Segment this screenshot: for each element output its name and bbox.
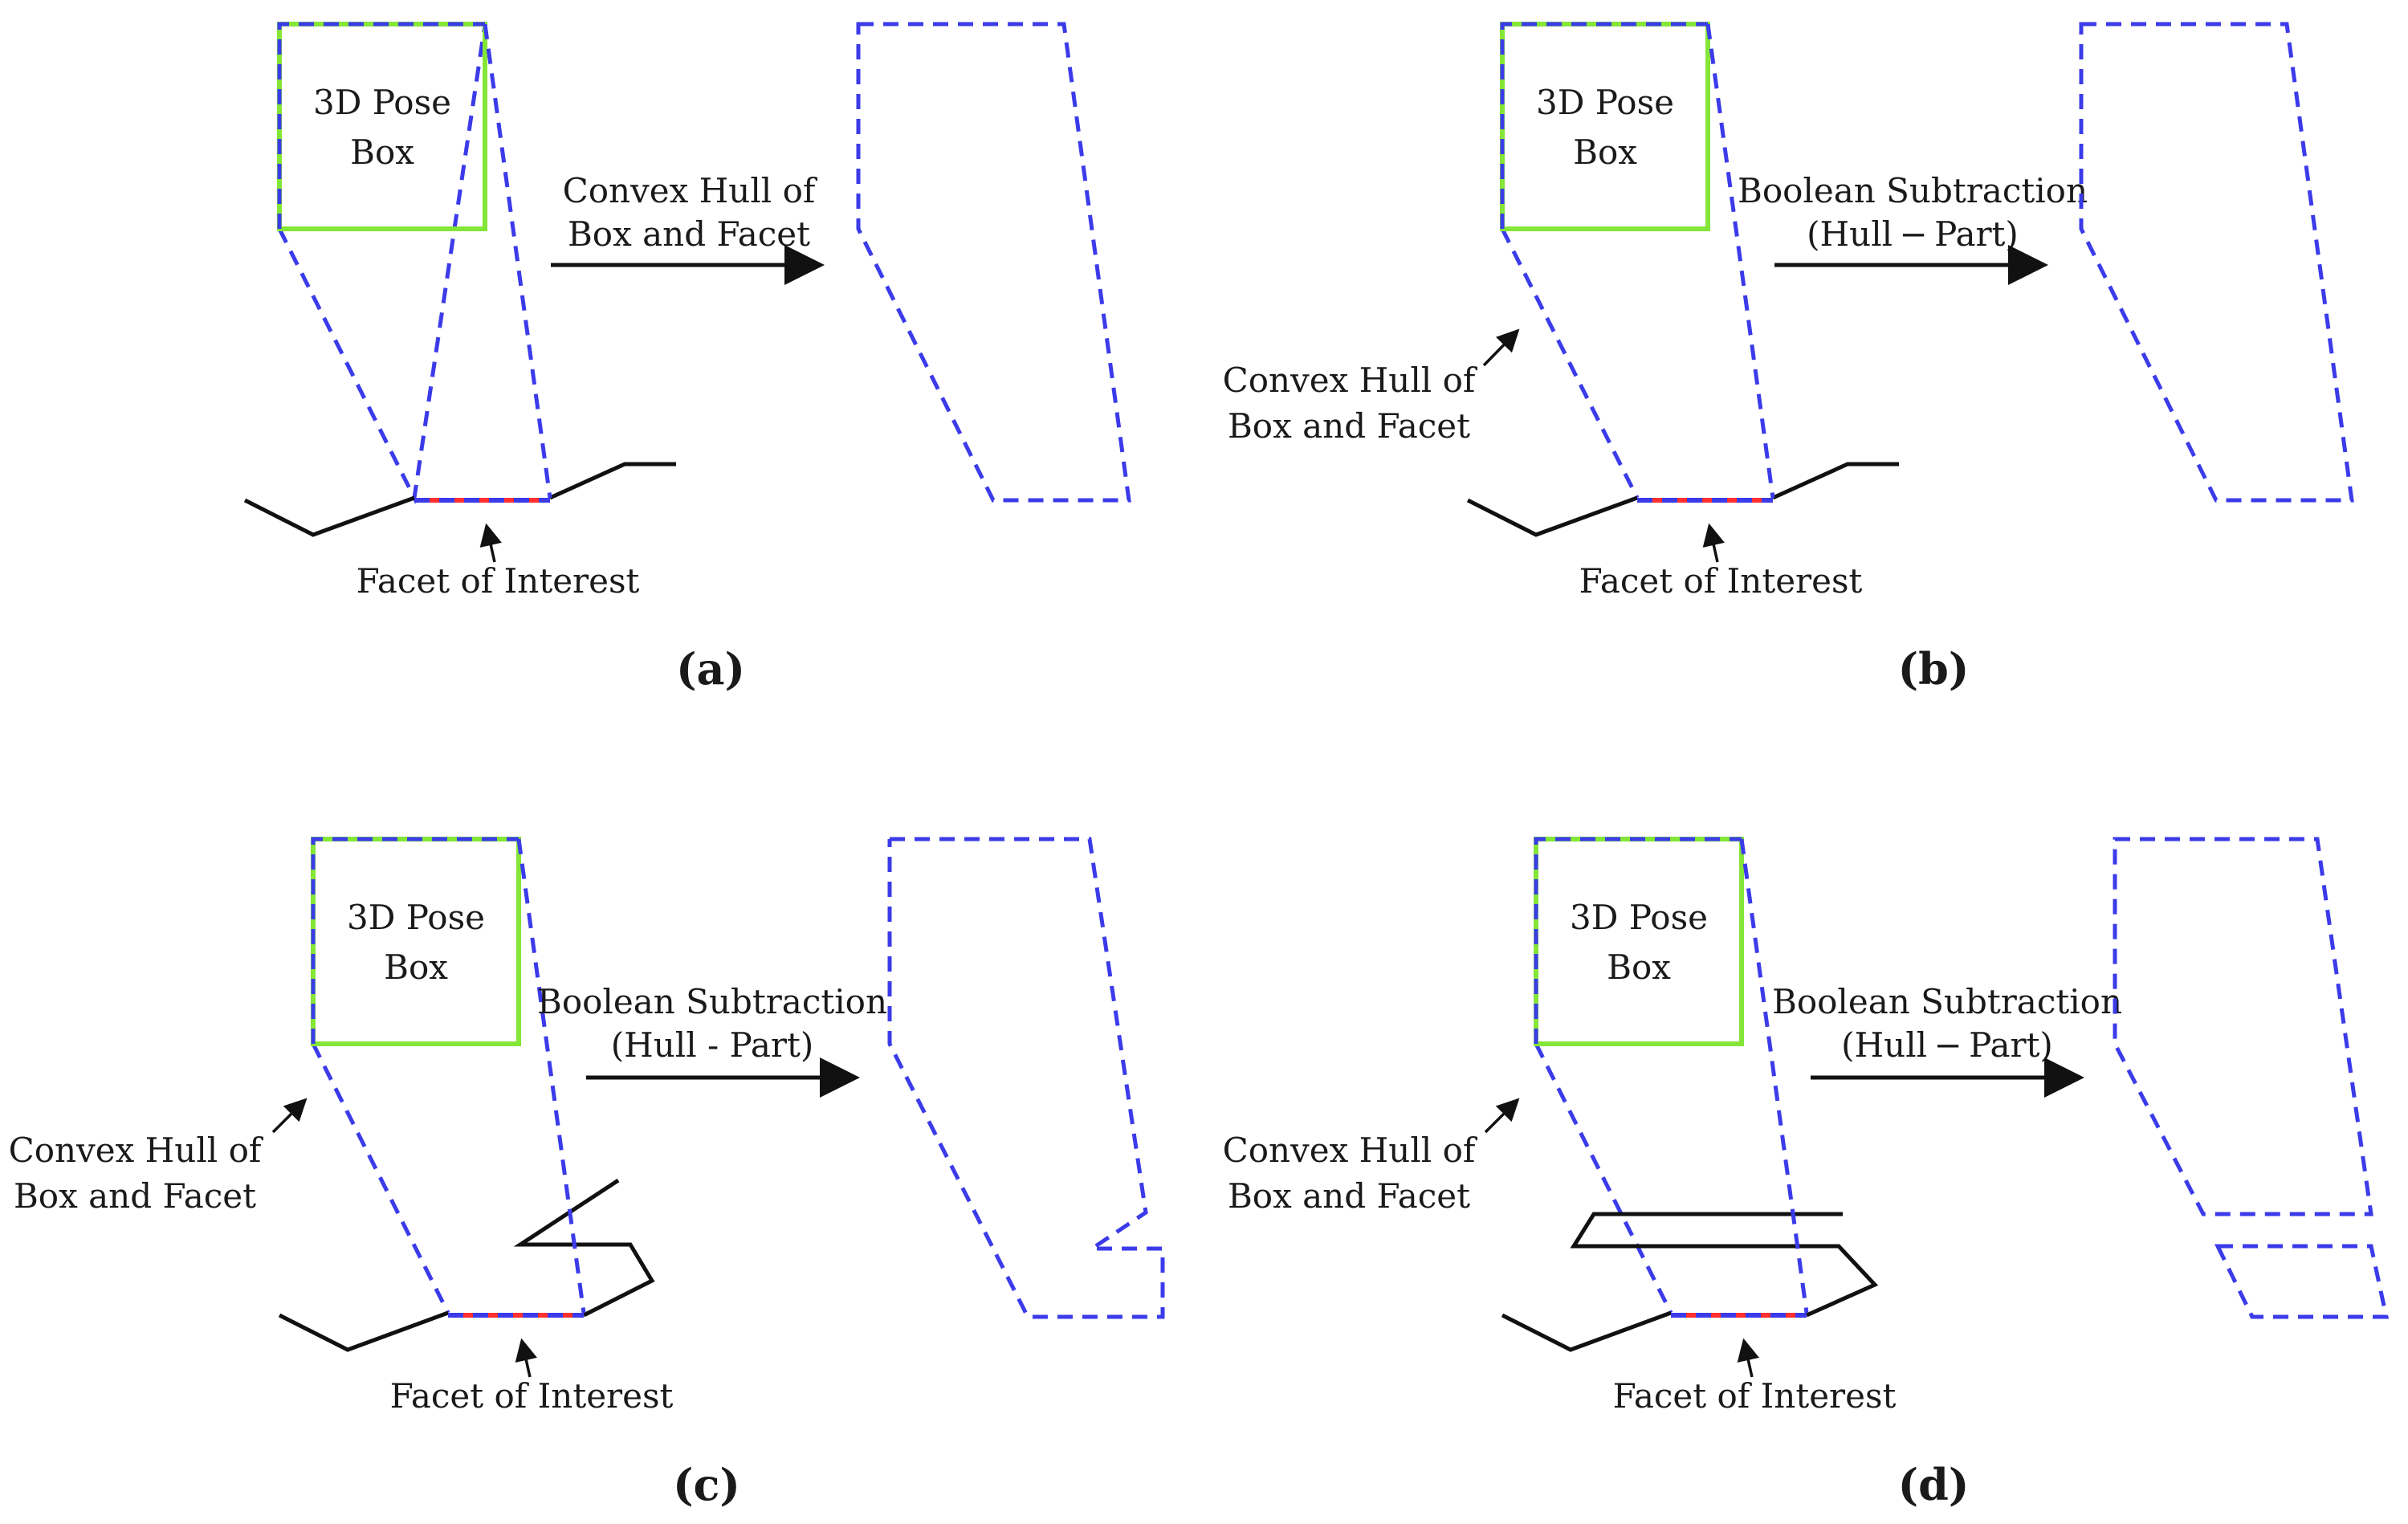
panel-c: 3D Pose Box Boolean Subtraction (Hull - … [9, 837, 1165, 1510]
part-outline-right [548, 462, 676, 500]
convex-hull-outline [1500, 227, 1640, 499]
pose-box-label-line1: 3D Pose [347, 898, 485, 937]
part-outline-zigzag [513, 1178, 655, 1318]
pose-box-label-line2: Box [350, 132, 414, 172]
convex-hull-outline [311, 1042, 450, 1314]
pose-box-label-line1: 3D Pose [1570, 898, 1708, 937]
hull-right-edge [516, 838, 586, 1314]
hull-label-line1: Convex Hull of [9, 1131, 264, 1170]
pose-box-dashed-edge [311, 837, 519, 1044]
pose-box [277, 22, 487, 231]
hull-label-line2: Box and Facet [1228, 1176, 1470, 1216]
operation-label-line2: (Hull − Part) [1841, 1025, 2053, 1065]
hull-right-edge [1739, 838, 1809, 1314]
panel-caption: (d) [1898, 1459, 1970, 1510]
facet-label: Facet of Interest [390, 1376, 674, 1416]
panel-d: 3D Pose Box Boolean Subtraction (Hull − … [1223, 837, 2390, 1510]
result-hull [887, 837, 1165, 1319]
pose-box-dashed-edge [1534, 837, 1742, 1044]
panel-a: 3D Pose Box Convex Hull of Box and Facet… [243, 22, 1131, 695]
operation-label-line2: (Hull − Part) [1807, 214, 2019, 254]
operation-label-line1: Boolean Subtraction [1738, 171, 2088, 210]
facet-label: Facet of Interest [357, 561, 640, 601]
operation-label-line1: Convex Hull of [563, 171, 818, 210]
hull-pointer-arrow [271, 1098, 308, 1134]
hull-label-line2: Box and Facet [1228, 406, 1470, 446]
pose-box [1534, 837, 1744, 1046]
result-hull [856, 22, 1131, 503]
pose-box-label-line1: 3D Pose [1536, 83, 1674, 122]
pose-box-label-line1: 3D Pose [313, 83, 451, 122]
hull-pointer-arrow [1484, 1098, 1520, 1134]
operation-label-line2: Box and Facet [568, 214, 810, 254]
hull-label-line1: Convex Hull of [1223, 361, 1478, 400]
operation-label-line1: Boolean Subtraction [1772, 982, 2122, 1021]
hull-label-line2: Box and Facet [14, 1176, 256, 1216]
hull-pointer-arrow [1482, 328, 1520, 367]
pose-box-label-line2: Box [1573, 132, 1637, 172]
facet-label: Facet of Interest [1613, 1376, 1897, 1416]
convex-hull-outline [1534, 1042, 1673, 1314]
pose-box-label-line2: Box [384, 947, 448, 987]
operation-label-line1: Boolean Subtraction [537, 982, 887, 1021]
result-hull-upper [2113, 837, 2373, 1216]
panel-caption: (b) [1898, 643, 1970, 695]
part-outline [278, 1310, 449, 1352]
facet-label: Facet of Interest [1579, 561, 1863, 601]
facet-pointer-arrow [515, 1338, 537, 1378]
pose-box [311, 837, 521, 1046]
facet-pointer-arrow [1737, 1338, 1759, 1378]
part-outline [243, 495, 415, 537]
hull-right-edge [483, 23, 552, 499]
panel-caption: (c) [673, 1459, 740, 1510]
pose-box-label-line2: Box [1607, 947, 1671, 987]
operation-label-line2: (Hull - Part) [611, 1025, 814, 1065]
pose-box-dashed-edge [277, 22, 485, 229]
facet-pointer-arrow [1702, 523, 1725, 563]
panel-b: 3D Pose Box Boolean Subtraction (Hull − … [1223, 22, 2354, 695]
facet-pointer-arrow [479, 523, 502, 563]
result-hull-lower [2214, 1244, 2390, 1319]
panel-caption: (a) [676, 643, 745, 695]
part-outline-overhang [1570, 1212, 1879, 1318]
part-outline [1466, 495, 1638, 537]
pose-box-dashed-edge [1500, 22, 1708, 229]
hull-label-line1: Convex Hull of [1223, 1131, 1478, 1170]
hull-right-edge [1705, 23, 1775, 499]
result-hull [2079, 22, 2354, 503]
pose-box [1500, 22, 1710, 231]
part-outline-right [1771, 462, 1899, 500]
part-outline [1501, 1310, 1672, 1352]
